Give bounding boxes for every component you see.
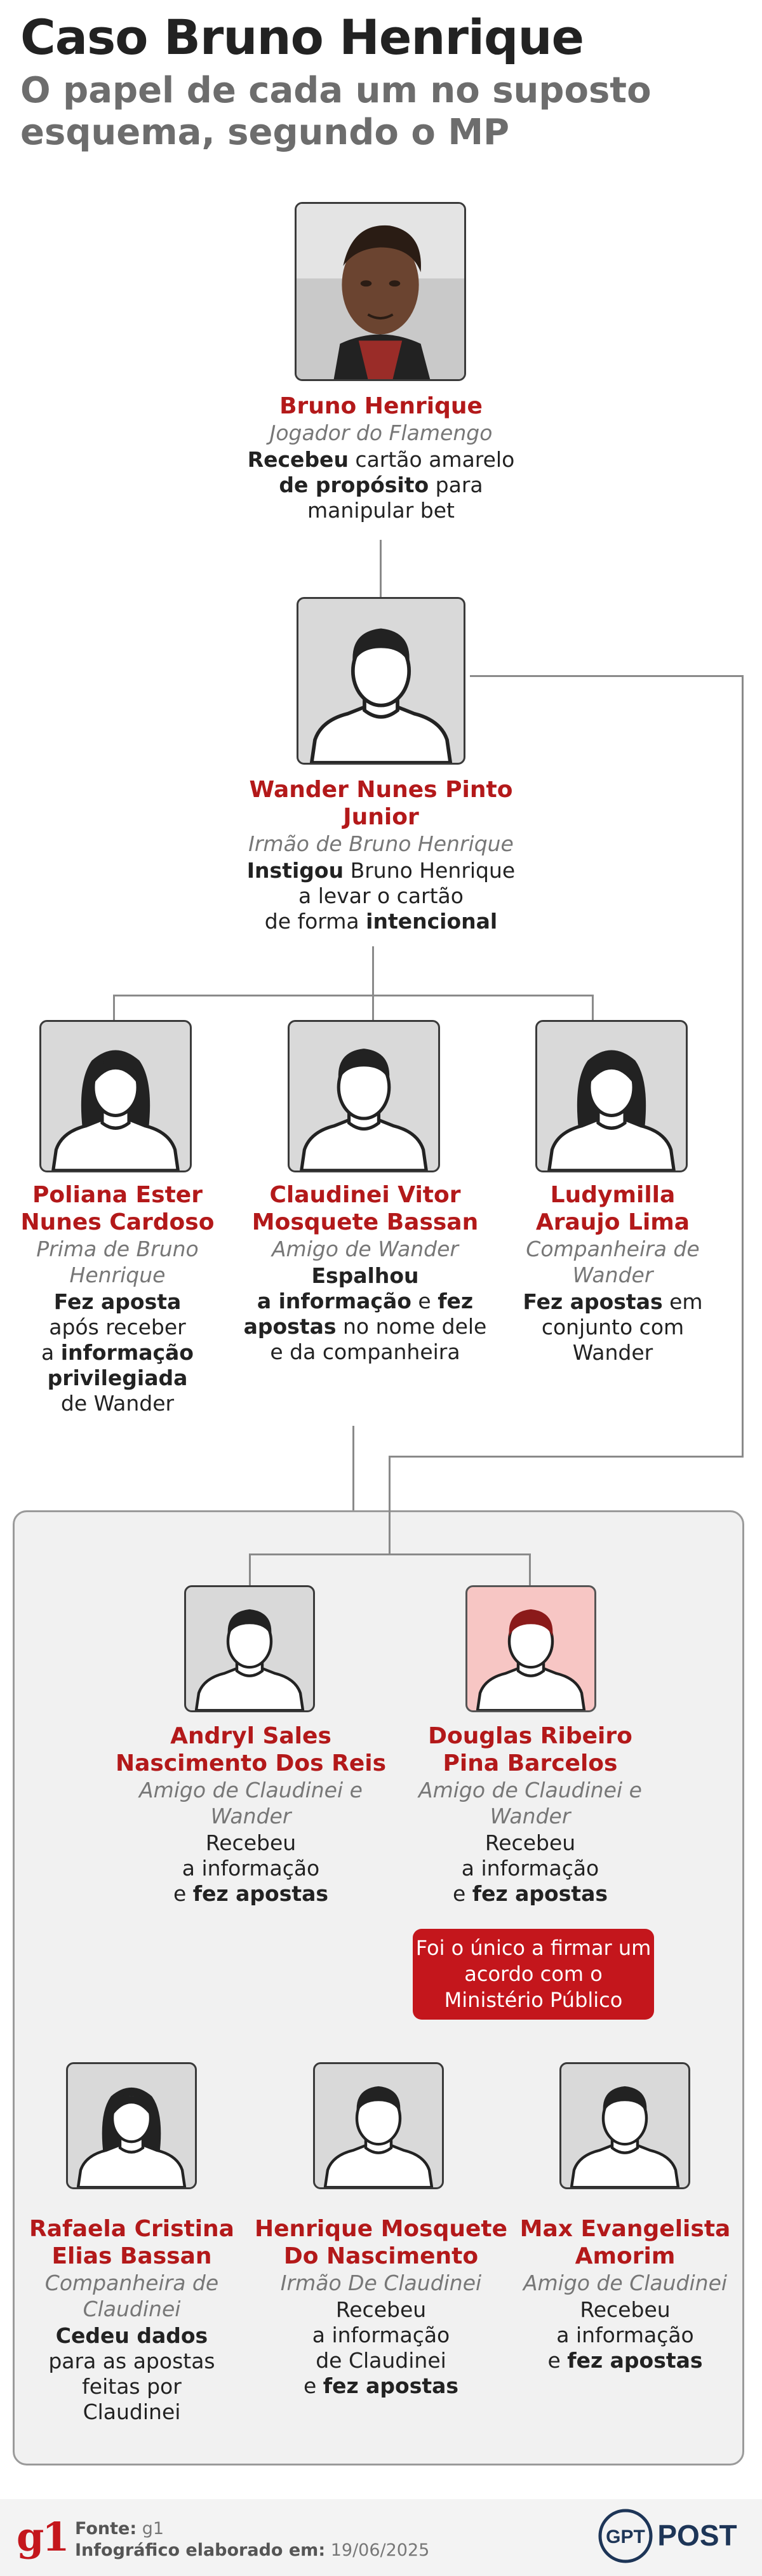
person-role: Jogador do Flamengo xyxy=(269,420,493,445)
person-role: Irmão de Bruno Henrique xyxy=(248,831,514,856)
person-role: Companheira de Claudinei xyxy=(44,2271,219,2321)
connector-line xyxy=(352,1426,354,1510)
connector-line xyxy=(113,995,115,1020)
person-female-icon xyxy=(39,1020,192,1172)
person-role: Irmão De Claudinei xyxy=(280,2271,482,2295)
connector-line xyxy=(389,1510,391,1555)
person-name: Max Evangelista Amorim xyxy=(519,2216,731,2269)
connector-line xyxy=(389,1456,391,1557)
source-note: Fonte: g1 Infográfico elaborado em: 19/0… xyxy=(75,2518,429,2561)
connector-line xyxy=(372,995,374,1020)
connector-line xyxy=(529,1553,531,1587)
person-name: Henrique Mosquete Do Nascimento xyxy=(254,2216,508,2269)
bruno-henrique-card: Bruno Henrique Jogador do Flamengo Receb… xyxy=(190,392,572,523)
source-label: Fonte: xyxy=(75,2519,137,2539)
person-male-icon xyxy=(297,597,465,765)
wander-card: Wander Nunes Pinto Junior Irmão de Bruno… xyxy=(210,776,552,934)
gpt-post-logo: GPT POST xyxy=(597,2507,749,2565)
person-role: Amigo de Claudinei xyxy=(523,2271,728,2295)
person-male-icon xyxy=(559,2062,690,2189)
person-female-icon xyxy=(66,2062,197,2189)
connector-line xyxy=(249,1553,251,1587)
person-name: Douglas Ribeiro Pina Barcelos xyxy=(428,1723,632,1776)
henrique-card: Henrique Mosquete Do Nascimento Irmão De… xyxy=(251,2215,511,2399)
date-label: Infográfico elaborado em: xyxy=(75,2540,326,2560)
max-card: Max Evangelista Amorim Amigo de Claudine… xyxy=(516,2215,735,2373)
connector-line xyxy=(389,1456,744,1458)
source-value: g1 xyxy=(142,2519,164,2539)
person-female-icon xyxy=(535,1020,688,1172)
connector-line xyxy=(372,946,374,996)
person-role: Amigo de Wander xyxy=(271,1237,459,1261)
douglas-card: Douglas Ribeiro Pina Barcelos Amigo de C… xyxy=(397,1722,664,1907)
claudinei-card: Claudinei Vitor Mosquete Bassan Amigo de… xyxy=(238,1181,492,1365)
person-name: Wander Nunes Pinto Junior xyxy=(249,777,513,830)
page-title: Caso Bruno Henrique xyxy=(20,9,584,65)
person-name: Bruno Henrique xyxy=(279,393,483,419)
brand-right-text: POST xyxy=(657,2519,737,2552)
andryl-card: Andryl Sales Nascimento Dos Reis Amigo d… xyxy=(111,1722,391,1907)
person-role: Prima de Bruno Henrique xyxy=(36,1237,199,1287)
connector-line xyxy=(470,675,744,677)
person-role: Amigo de Claudinei e Wander xyxy=(418,1778,642,1828)
brand-left-text: GPT xyxy=(606,2526,645,2547)
person-name: Poliana Ester Nunes Cardoso xyxy=(20,1182,215,1235)
g1-logo: g1 xyxy=(17,2514,69,2560)
person-male-icon xyxy=(184,1585,315,1712)
connector-line xyxy=(380,540,382,597)
page-subtitle: O papel de cada um no suposto esquema, s… xyxy=(20,70,652,153)
rafaela-card: Rafaela Cristina Elias Bassan Companheir… xyxy=(22,2215,241,2425)
person-name: Andryl Sales Nascimento Dos Reis xyxy=(115,1723,387,1776)
person-name: Claudinei Vitor Mosquete Bassan xyxy=(251,1182,479,1235)
person-name: Rafaela Cristina Elias Bassan xyxy=(29,2216,234,2269)
connector-line xyxy=(113,995,593,996)
bruno-henrique-photo xyxy=(295,202,466,381)
person-name: Ludymilla Araujo Lima xyxy=(535,1182,690,1235)
connector-line xyxy=(249,1553,531,1555)
connector-line xyxy=(742,675,744,1458)
person-role: Companheira de Wander xyxy=(526,1237,700,1287)
poliana-card: Poliana Ester Nunes Cardoso Prima de Bru… xyxy=(13,1181,222,1416)
connector-line xyxy=(592,995,594,1020)
agreement-badge: Foi o único a firmar um acordo com o Min… xyxy=(413,1929,654,2020)
person-male-icon xyxy=(288,1020,440,1172)
ludymilla-card: Ludymilla Araujo Lima Companheira de Wan… xyxy=(508,1181,718,1365)
person-male-icon xyxy=(465,1585,596,1712)
person-role: Amigo de Claudinei e Wander xyxy=(139,1778,363,1828)
person-male-icon xyxy=(313,2062,444,2189)
date-value: 19/06/2025 xyxy=(330,2540,430,2560)
